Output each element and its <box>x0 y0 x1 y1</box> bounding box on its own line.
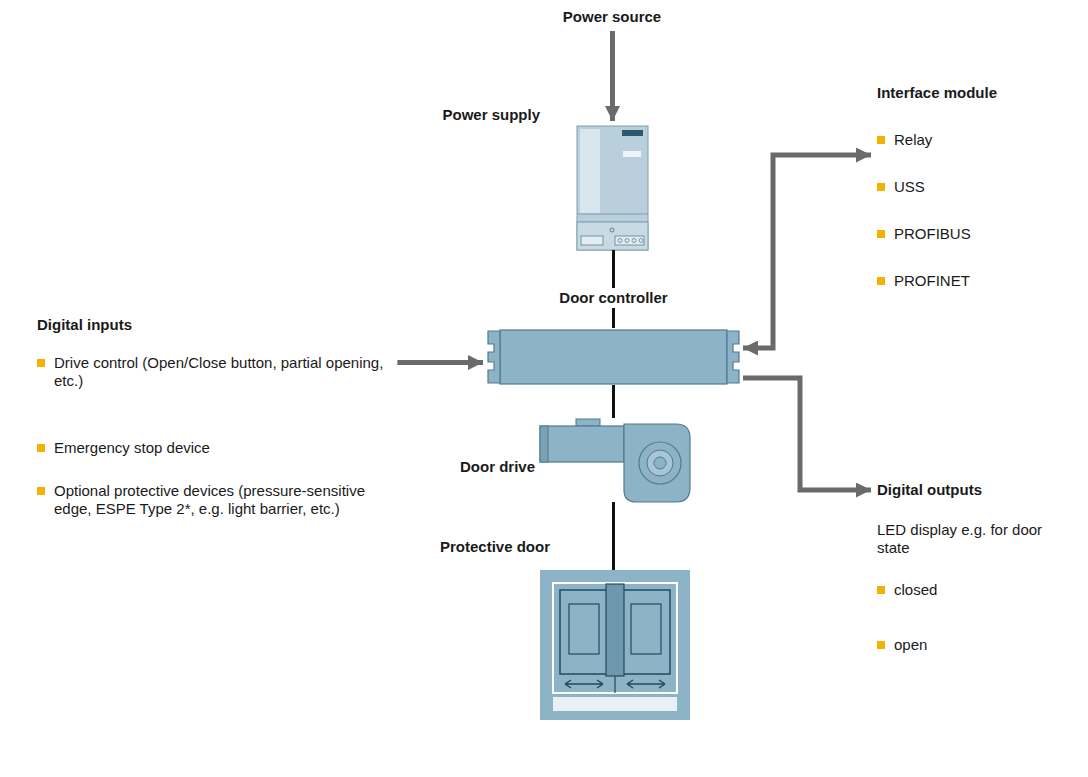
terminal-screw <box>618 239 622 243</box>
motor-terminal-box <box>576 419 600 426</box>
door-sill <box>553 697 677 711</box>
power-line <box>612 502 615 570</box>
controller-mount-right <box>727 331 739 383</box>
door-window-left <box>569 604 599 654</box>
component-box: Door drive <box>540 418 692 502</box>
terminal-screw <box>625 239 629 243</box>
item-text: Relay <box>894 131 1072 149</box>
list-item: open <box>877 636 1077 654</box>
component-label: Protective door <box>440 538 550 556</box>
door-drive-picture <box>540 419 690 502</box>
protective-door-picture <box>540 570 690 720</box>
list-item: Relay <box>877 131 1072 149</box>
component-label: Door drive <box>460 458 535 476</box>
item-text: Emergency stop device <box>54 439 394 457</box>
group-heading: Interface module <box>877 84 1072 102</box>
supply-connector <box>581 236 603 245</box>
component-label: Door controller <box>553 288 673 308</box>
gear-hub <box>647 450 673 476</box>
door-controller-picture <box>488 330 739 384</box>
supply-housing <box>577 126 648 250</box>
list-item: LED display e.g. for door state <box>877 521 1067 557</box>
signal-group: Digital inputsDrive control (Open/Close … <box>37 316 427 518</box>
supply-front-band <box>580 129 600 213</box>
list-item: USS <box>877 178 1072 196</box>
item-text: Drive control (Open/Close button, partia… <box>54 354 394 390</box>
supply-led <box>610 228 614 232</box>
list-item: closed <box>877 581 1077 599</box>
sliding-arrow-left <box>565 680 603 688</box>
list-item: Drive control (Open/Close button, partia… <box>37 354 394 390</box>
signal-arrow <box>610 31 615 121</box>
door-frame <box>553 583 677 693</box>
door-center-bar <box>606 584 624 676</box>
group-heading-row: Digital outputs <box>877 481 1077 499</box>
supply-badge <box>622 130 643 136</box>
supply-edge <box>577 214 648 215</box>
item-text: open <box>894 636 1077 654</box>
controller-mount-left <box>488 331 500 383</box>
bullet-square <box>37 444 45 452</box>
sliding-arrow-right <box>627 680 665 688</box>
list-item: PROFINET <box>877 272 1072 290</box>
gear-shaft <box>654 457 666 469</box>
group-heading-row: Interface module <box>877 84 1072 102</box>
power-supply-picture <box>577 126 648 250</box>
source-label: Power source <box>563 8 661 26</box>
bullet-square <box>877 641 885 649</box>
gear-flange <box>639 442 681 484</box>
motor-end-cap <box>540 426 548 462</box>
supply-label-plate <box>623 151 641 157</box>
gearbox <box>624 424 690 502</box>
list-item: Emergency stop device <box>37 439 394 457</box>
component-box: Protective door <box>540 570 690 720</box>
bullet-square <box>877 230 885 238</box>
item-text: LED display e.g. for door state <box>877 521 1067 557</box>
item-text: Optional protective devices (pressure-se… <box>54 482 384 518</box>
terminal-screw <box>632 239 636 243</box>
group-heading: Digital outputs <box>877 481 1077 499</box>
bullet-square <box>877 586 885 594</box>
group-heading-row: Digital inputs <box>37 316 427 334</box>
supply-terminal-block <box>577 222 648 250</box>
group-heading: Digital inputs <box>37 316 427 334</box>
signal-group: Digital outputsLED display e.g. for door… <box>877 481 1077 654</box>
door-background <box>540 570 690 720</box>
bullet-square <box>877 277 885 285</box>
signal-group: Interface moduleRelayUSS PROFIBUS PROFINET <box>877 84 1072 290</box>
source-label-box: Power source <box>563 8 661 26</box>
door-divider <box>614 676 615 693</box>
item-text: PROFINET <box>894 272 1072 290</box>
component-box: Power supply <box>577 126 648 250</box>
terminal-screw <box>639 239 643 243</box>
component-box: Door controller <box>487 328 740 385</box>
motor-body <box>540 426 624 462</box>
signal-arrow <box>743 378 871 490</box>
component-label: Power supply <box>442 106 540 124</box>
power-line <box>612 385 615 418</box>
bullet-square <box>37 487 45 495</box>
list-item: Optional protective devices (pressure-se… <box>37 482 384 518</box>
item-text: closed <box>894 581 1077 599</box>
bullet-square <box>877 183 885 191</box>
door-window-right <box>631 604 661 654</box>
list-item: PROFIBUS <box>877 225 1072 243</box>
item-text: PROFIBUS <box>894 225 1072 243</box>
signal-arrow <box>743 155 871 348</box>
item-text: USS <box>894 178 1072 196</box>
signal-arrow <box>397 360 483 365</box>
controller-body <box>500 330 727 384</box>
bullet-square <box>37 359 45 367</box>
supply-terminals <box>615 236 644 245</box>
bullet-square <box>877 136 885 144</box>
